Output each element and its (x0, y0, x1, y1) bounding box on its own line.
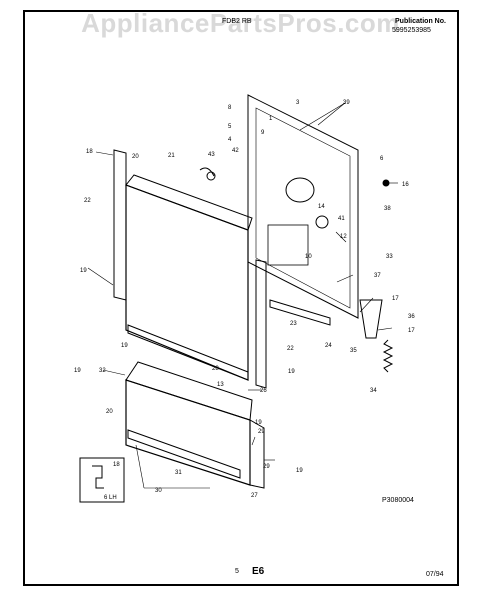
diagram-frame (23, 10, 459, 586)
inner-door-panel-recess (255, 107, 351, 309)
callout-20-panel: 20 (106, 409, 113, 415)
callout-19-side: 19 (74, 368, 81, 374)
callout-35: 35 (350, 348, 357, 354)
screw-part-16 (382, 179, 390, 187)
inset-label-18: 18 (113, 462, 120, 468)
callout-10: 10 (305, 254, 312, 260)
callout-9: 9 (261, 130, 265, 136)
callout-31: 31 (175, 470, 182, 476)
callout-12: 12 (340, 234, 347, 240)
callout-4: 4 (228, 137, 232, 143)
dispenser-housing (267, 224, 309, 266)
callout-5: 5 (228, 124, 232, 130)
door-top-edge (125, 174, 253, 231)
callout-26: 26 (260, 388, 267, 394)
callout-27: 27 (251, 493, 258, 499)
bottom-door-trim (127, 324, 249, 381)
latch-cable (199, 167, 215, 177)
callout-14: 14 (318, 204, 325, 210)
left-door-trim (113, 149, 127, 301)
callout-42: 42 (232, 148, 239, 154)
callout-17-top: 17 (392, 296, 399, 302)
watermark: AppliancePartsPros.com (81, 8, 400, 38)
dispenser-cup (285, 177, 315, 203)
model-number: FDB2 RB (222, 18, 252, 25)
callout-38-top: 38 (384, 206, 391, 212)
door-hinge-arm (359, 299, 383, 339)
callout-22: 22 (84, 198, 91, 204)
callout-22-right: 22 (287, 346, 294, 352)
control-panel-end-cap (249, 419, 265, 489)
callout-6: 6 (380, 156, 384, 162)
page-number: 5 (235, 568, 239, 575)
inset-bracket (92, 465, 104, 489)
callout-13: 13 (217, 382, 224, 388)
section-code: E6 (252, 566, 265, 577)
callout-19-panel: 19 (121, 343, 128, 349)
figure-code: P3080004 (382, 497, 414, 504)
control-panel-top (125, 361, 253, 421)
callout-33: 33 (386, 254, 393, 260)
rinse-aid-cap (315, 215, 329, 229)
callout-16: 16 (402, 182, 409, 188)
callout-19: 19 (80, 268, 87, 274)
callout-3: 3 (296, 100, 300, 106)
callout-23: 23 (290, 321, 297, 327)
callout-21: 21 (168, 153, 175, 159)
callout-41: 41 (338, 216, 345, 222)
callout-24: 24 (325, 343, 332, 349)
callout-37: 37 (374, 273, 381, 279)
callout-29-upper: 29 (258, 429, 265, 435)
callout-19-bottom: 19 (296, 468, 303, 474)
toe-panel (127, 429, 241, 479)
callout-32: 32 (99, 368, 106, 374)
callout-18-left: 18 (86, 149, 93, 155)
publication-number: 5995253985 (392, 27, 431, 34)
callout-29: 29 (263, 464, 270, 470)
callout-8: 8 (228, 105, 232, 111)
outer-door-panel (125, 184, 249, 381)
callout-30: 30 (155, 488, 162, 494)
date: 07/94 (426, 571, 444, 578)
inset-detail-box (79, 457, 125, 503)
right-door-trim (255, 259, 267, 389)
inner-door-panel (247, 94, 359, 319)
callout-36: 36 (408, 314, 415, 320)
callout-1: 1 (269, 116, 273, 122)
callout-17: 17 (408, 328, 415, 334)
callout-20: 20 (132, 154, 139, 160)
callout-34: 34 (370, 388, 377, 394)
callout-19-lower: 19 (255, 420, 262, 426)
callout-28: 28 (212, 366, 219, 372)
door-vent (269, 299, 331, 326)
callout-43: 43 (208, 152, 215, 158)
door-spring (382, 339, 394, 373)
callout-19-right: 19 (288, 369, 295, 375)
publication-label: Publication No. (395, 18, 446, 25)
inset-label-lh: 6 LH (104, 495, 117, 501)
callout-39: 39 (343, 100, 350, 106)
control-panel (125, 379, 251, 486)
